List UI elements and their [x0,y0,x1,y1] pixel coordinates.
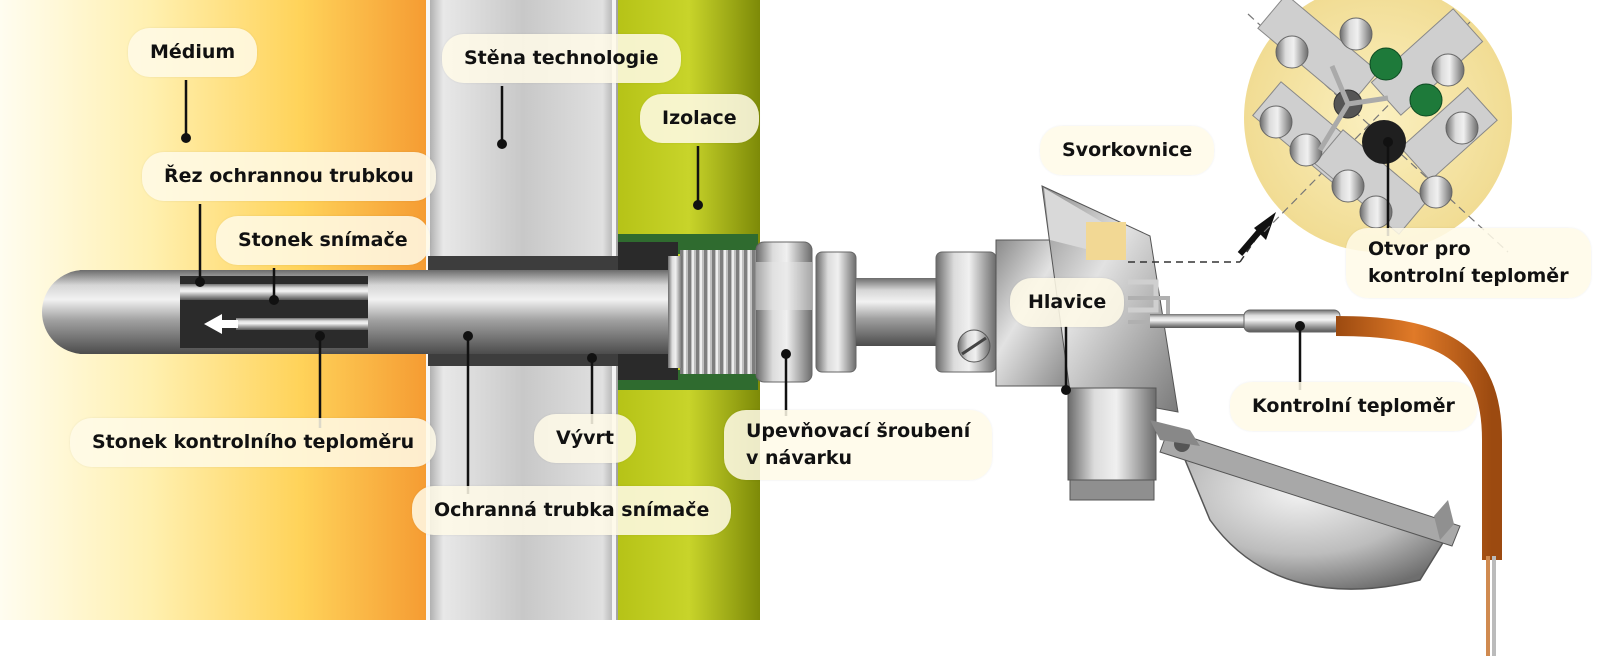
terminal-wire [1317,65,1389,152]
control-thermometer-handle [1243,309,1341,333]
label-protective-tube: Ochranná trubka snímače [412,486,732,535]
label-sensor-stem: Stonek snímače [216,216,430,265]
label-section: Řez ochrannou trubkou [142,152,436,201]
leader-dot [463,331,473,341]
leader-dot [269,295,279,305]
leader-lines [184,80,1390,494]
label-terminal-block: Svorkovnice [1040,126,1215,175]
fitting-nut [815,251,857,373]
label-head: Hlavice [1010,278,1125,327]
terminal-screw [1445,111,1479,145]
terminal-screw-green [1409,83,1443,117]
label-fitting: Upevňovací šroubení v návarku [724,410,993,480]
control-thermometer-cable [1335,316,1502,560]
terminal-screw [1275,35,1309,69]
cable-gland-nut [1069,479,1155,501]
leader-dot [497,139,507,149]
terminal-block-zoom [1244,0,1512,253]
control-thermometer-probe [1150,314,1248,328]
leader-dot [587,353,597,363]
cable-wire-end [1486,556,1490,656]
terminal-screw [1331,169,1365,203]
label-wall: Stěna technologie [442,34,681,83]
arrow-left-icon [204,314,238,334]
fitting-collar [668,256,682,368]
neck-tube [856,278,936,346]
leader-dot [181,133,191,143]
cable-wire-end [1492,556,1496,656]
leader-dot [1061,385,1071,395]
label-control-thermometer: Kontrolní teploměr [1230,382,1477,431]
terminal-screw-green [1369,47,1403,81]
label-fitting-line1: Upevňovací šroubení [746,420,971,442]
cable-gland [1067,387,1157,481]
zoom-guide-line [1261,21,1471,235]
label-fitting-line2: v návarku [746,447,853,469]
terminal-screw [1289,133,1323,167]
fitting-thread [680,250,758,374]
label-control-hole: Otvor pro kontrolní teploměr [1346,228,1591,298]
head-screw-slot [961,336,987,356]
label-hole-line1: Otvor pro [1368,238,1471,260]
label-control-stem: Stonek kontrolního teploměru [70,418,437,467]
fitting-nut-face [756,262,812,310]
label-insulation: Izolace [640,94,759,143]
label-medium: Médium [128,28,258,77]
tube-tip-cap [51,270,96,354]
terminal-screw [1339,17,1373,51]
terminal-screw [1431,53,1465,87]
head-lid-rim [1159,429,1461,547]
lid-tab [1434,500,1454,540]
terminal-screw [1259,105,1293,139]
zoom-arrow-shaft [1237,224,1267,256]
leader-dot [315,331,325,341]
leader-dot [1295,321,1305,331]
leader-dot [781,349,791,359]
head-wire [1128,296,1170,324]
lid-hinge-arm [1150,420,1200,446]
leader-dot [693,200,703,210]
terminal-screw [1419,175,1453,209]
label-bore: Vývrt [534,414,636,463]
label-hole-line2: kontrolní teploměr [1368,265,1569,287]
terminal-block-square [1086,222,1126,260]
leader-dots [181,133,1393,395]
control-stem [236,318,368,330]
terminal-strip [1257,0,1379,107]
leader-dot [1383,137,1393,147]
leader-dot [195,277,205,287]
